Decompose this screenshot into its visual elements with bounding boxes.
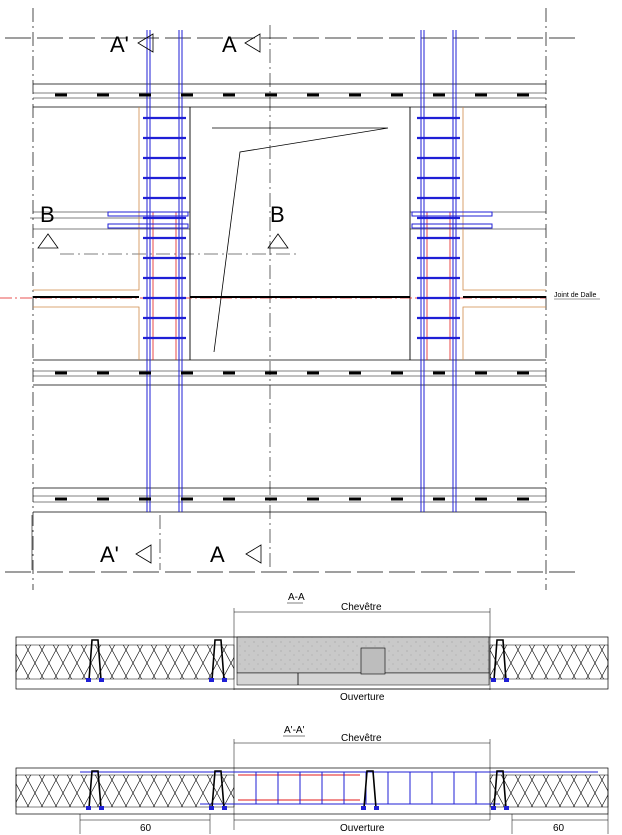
section-a2a2-chevetre: Chevêtre — [341, 733, 382, 744]
section-aa-ouverture: Ouverture — [340, 692, 385, 703]
section-mark-a-top: A — [222, 32, 237, 57]
section-a2a2-ouverture: Ouverture — [340, 823, 385, 834]
section-mark-a2-bottom: A' — [100, 542, 119, 567]
stirrup-rebars — [143, 116, 460, 340]
section-a2a2-clips — [86, 770, 509, 810]
section-aa-chevetre: Chevêtre — [341, 602, 382, 613]
section-arrow-icon — [267, 233, 289, 249]
plan-view: Joint de Dalle A' A A' A B B — [0, 8, 600, 590]
beam-ties — [55, 93, 529, 501]
section-mark-b-left: B — [40, 202, 55, 227]
joint-label: Joint de Dalle — [554, 292, 597, 299]
section-aa: A-A Chevêtre Ouverture — [15, 592, 609, 703]
section-mark-b-right: B — [270, 202, 285, 227]
dim-60-left: 60 — [140, 823, 152, 834]
section-arrow-icon — [137, 33, 154, 53]
section-a2a2-stirrups — [255, 772, 477, 804]
section-aa-title: A-A — [288, 592, 305, 603]
section-arrow-icon — [135, 544, 152, 564]
section-aa-clips — [86, 639, 509, 682]
section-arrow-icon — [37, 233, 59, 249]
section-mark-a-bottom: A — [210, 542, 225, 567]
section-arrow-icon — [245, 544, 262, 564]
section-mark-a2-top: A' — [110, 32, 129, 57]
dim-60-right: 60 — [553, 823, 565, 834]
section-a2a2: A'-A' Chevêtre 60 Ouverture 60 — [15, 725, 609, 834]
section-arrow-icon — [244, 33, 261, 53]
section-a2a2-title: A'-A' — [284, 725, 305, 736]
